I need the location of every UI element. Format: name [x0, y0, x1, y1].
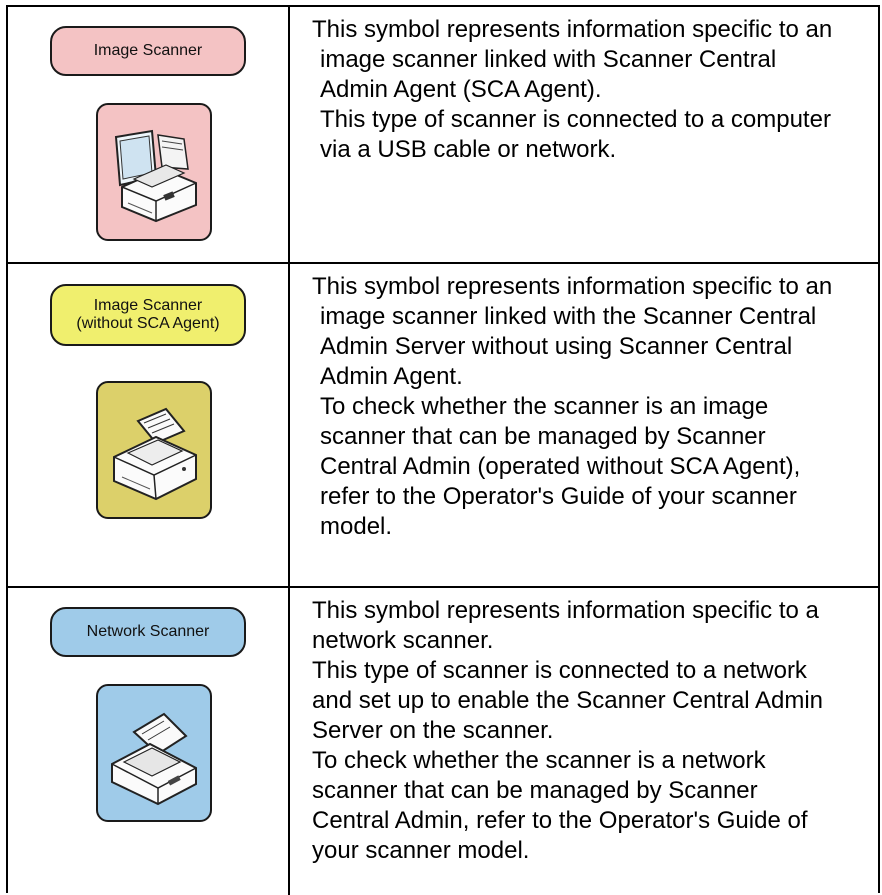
description-line: To check whether the scanner is an image — [320, 393, 769, 420]
description-line: This type of scanner is connected to a n… — [312, 657, 807, 684]
description-line: This symbol represents information speci… — [312, 273, 833, 300]
description-line: This symbol represents information speci… — [312, 16, 833, 43]
description-cell: This symbol represents information speci… — [292, 588, 878, 895]
image-scanner-without-sca-agent-badge: Image Scanner (without SCA Agent) — [50, 284, 246, 346]
symbol-row-image-scanner: Image Scanner — [8, 7, 878, 264]
description-text: This symbol represents information speci… — [312, 272, 872, 542]
description-line: Central Admin, refer to the Operator's G… — [312, 807, 808, 834]
image-scanner-badge: Image Scanner — [50, 26, 246, 76]
description-line: via a USB cable or network. — [320, 136, 617, 163]
description-text: This symbol represents information speci… — [312, 596, 872, 866]
description-cell: This symbol represents information speci… — [292, 264, 878, 586]
badge-label: Network Scanner — [86, 623, 210, 640]
description-line: scanner that can be managed by Scanner — [320, 423, 766, 450]
image-scanner-picture — [96, 103, 212, 241]
badge-label: Image Scanner (without SCA Agent) — [76, 297, 220, 332]
description-line: This type of scanner is connected to a c… — [320, 106, 831, 133]
symbol-cell: Image Scanner (without SCA Agent) — [8, 264, 290, 586]
description-line: model. — [320, 513, 393, 540]
image-scanner-icon — [114, 129, 197, 223]
description-cell: This symbol represents information speci… — [292, 7, 878, 262]
description-line: and set up to enable the Scanner Central… — [312, 687, 824, 714]
scanner-without-agent-picture — [96, 381, 212, 519]
symbol-table: Image Scanner — [6, 5, 880, 895]
description-line: To check whether the scanner is a networ… — [312, 747, 766, 774]
description-line: Admin Agent. — [320, 363, 463, 390]
symbol-cell: Image Scanner — [8, 7, 290, 262]
description-line: This symbol represents information speci… — [312, 597, 819, 624]
badge-label: Image Scanner — [93, 42, 203, 59]
network-scanner-badge: Network Scanner — [50, 607, 246, 657]
description-line: your scanner model. — [312, 837, 530, 864]
scanner-without-agent-icon — [113, 407, 197, 501]
description-line: Admin Agent (SCA Agent). — [320, 76, 602, 103]
description-line: refer to the Operator's Guide of your sc… — [320, 483, 797, 510]
description-line: network scanner. — [312, 627, 494, 654]
network-scanner-picture — [96, 684, 212, 822]
network-scanner-icon — [111, 712, 197, 806]
symbol-row-image-scanner-without-sca-agent: Image Scanner (without SCA Agent) — [8, 264, 878, 588]
symbol-row-network-scanner: Network Scanner This symbo — [8, 588, 878, 895]
symbol-cell: Network Scanner — [8, 588, 290, 895]
description-line: image scanner linked with the Scanner Ce… — [320, 303, 817, 330]
description-line: image scanner linked with Scanner Centra… — [320, 46, 777, 73]
description-line: scanner that can be managed by Scanner — [312, 777, 758, 804]
description-text: This symbol represents information speci… — [312, 15, 872, 165]
description-line: Central Admin (operated without SCA Agen… — [320, 453, 801, 480]
description-line: Admin Server without using Scanner Centr… — [320, 333, 793, 360]
description-line: Server on the scanner. — [312, 717, 554, 744]
